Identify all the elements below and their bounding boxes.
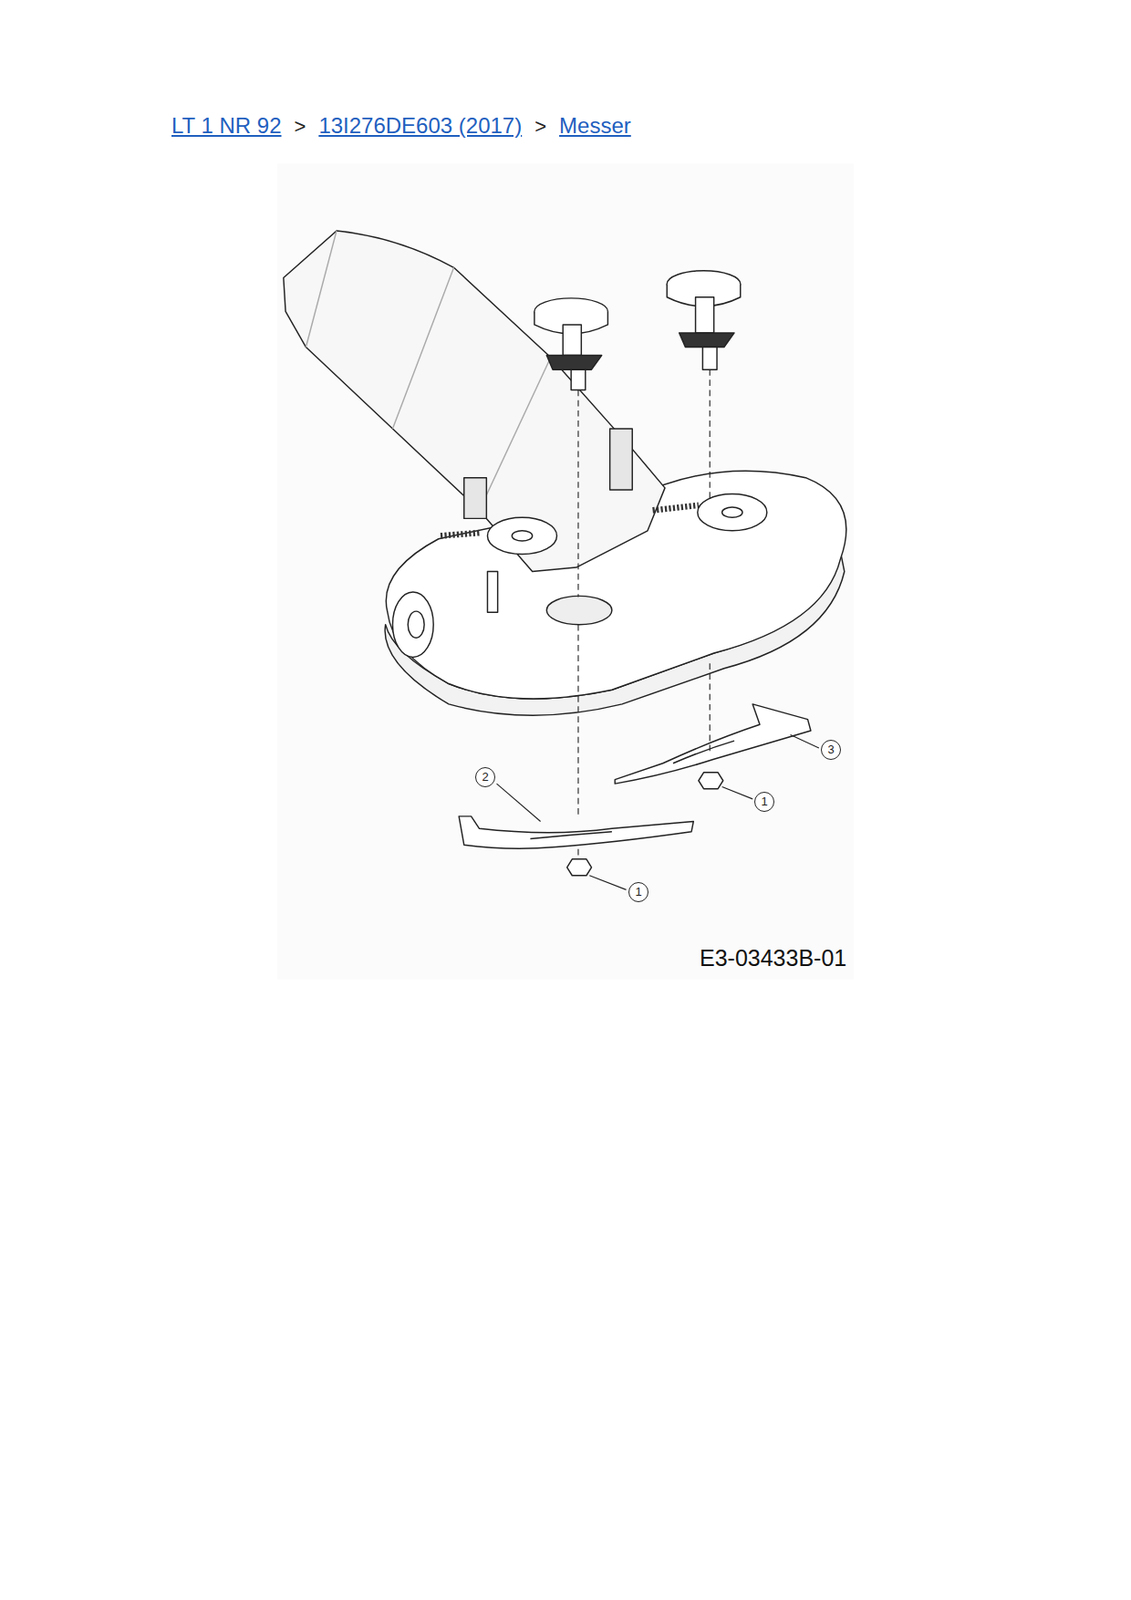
breadcrumb-separator: >	[534, 114, 547, 139]
breadcrumb-bar: LT 1 NR 92 >13I276DE603 (2017) > Messer	[171, 113, 632, 139]
breadcrumb-link: LT 1 NR 92	[171, 113, 282, 139]
callout-number: 2	[475, 767, 496, 788]
callout-number: 3	[820, 739, 841, 760]
callout-number: 1	[754, 791, 775, 812]
breadcrumb-link: Messer	[559, 113, 632, 139]
breadcrumb-link: 13I276DE603 (2017)	[318, 113, 522, 139]
callout-number: 1	[628, 881, 649, 903]
illustration-ground	[277, 163, 854, 979]
breadcrumb-separator: >	[294, 114, 307, 139]
drawing-number: E3-03433B-01	[699, 944, 847, 972]
